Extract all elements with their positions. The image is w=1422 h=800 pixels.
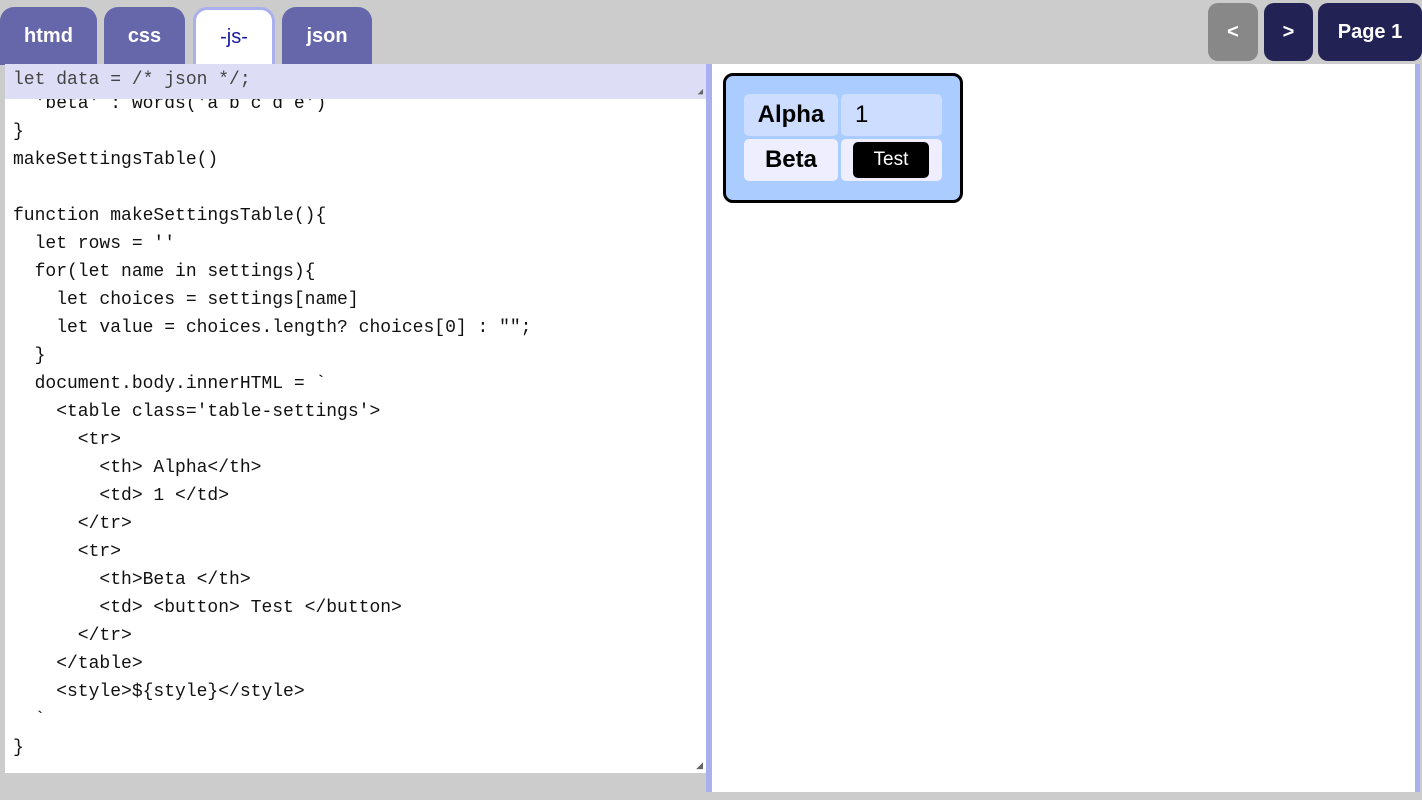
tab-js[interactable]: -js- [193,7,275,65]
table-row: Beta Test [744,139,942,181]
code-text: 'beta' : words('a b c d e') } makeSettin… [13,99,532,758]
row-value: Test [840,139,942,181]
code-header-input[interactable]: let data = /* json */; ◢ [5,64,706,99]
preview-border [1415,64,1420,792]
settings-table: Alpha 1 Beta Test [741,91,945,184]
next-page-button[interactable]: > [1264,3,1313,61]
tab-json[interactable]: json [282,7,372,65]
page-indicator-button[interactable]: Page 1 [1318,3,1422,61]
prev-page-button[interactable]: < [1208,3,1258,61]
tab-htmd[interactable]: htmd [0,7,97,65]
row-label: Beta [744,139,838,181]
tab-css[interactable]: css [104,7,185,65]
row-value: 1 [840,94,942,136]
header-code-text: let data = /* json */; [13,70,251,90]
preview-pane: Alpha 1 Beta Test [712,64,1415,792]
table-row: Alpha 1 [744,94,942,136]
resize-handle-icon[interactable]: ◢ [697,87,703,97]
test-button[interactable]: Test [852,142,929,178]
resize-handle-icon[interactable]: ◢ [696,760,703,770]
settings-table-card: Alpha 1 Beta Test [723,73,963,203]
code-editor[interactable]: 'beta' : words('a b c d e') } makeSettin… [5,99,706,773]
row-label: Alpha [744,94,838,136]
pane-divider[interactable] [706,64,712,792]
